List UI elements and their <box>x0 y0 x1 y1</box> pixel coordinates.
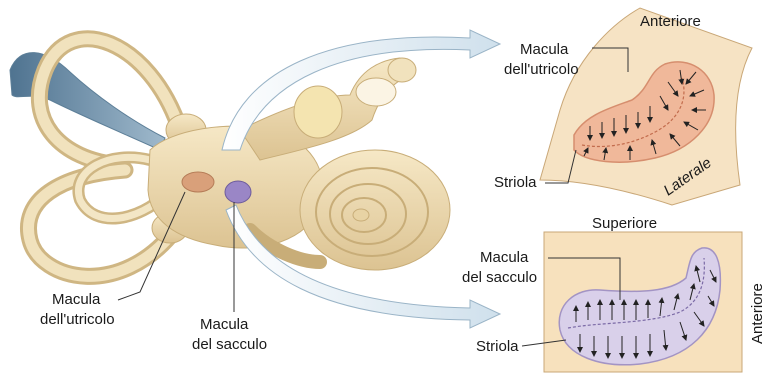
label-saccule-panel-macula-line2: del sacculo <box>462 269 537 286</box>
label-utricle-macula-line1: Macula <box>52 291 101 308</box>
saccule-macula-spot <box>225 181 251 203</box>
label-utricle-macula-line2: dell'utricolo <box>40 311 115 328</box>
label-utricle-panel-macula-line2: dell'utricolo <box>504 61 579 78</box>
label-utricle-striola: Striola <box>494 174 537 191</box>
label-saccule-panel-macula-line1: Macula <box>480 249 529 266</box>
label-utricle-panel-macula-line1: Macula <box>520 41 569 58</box>
utricle-macula-panel <box>540 8 752 205</box>
inner-ear-illustration <box>10 39 450 277</box>
label-saccule-anteriore: Anteriore <box>749 283 766 344</box>
utricle-macula-spot <box>182 172 214 192</box>
label-saccule-macula-line1: Macula <box>200 316 249 333</box>
label-saccule-macula-line2: del sacculo <box>192 336 267 353</box>
label-saccule-superiore: Superiore <box>592 215 657 232</box>
label-utricle-anteriore: Anteriore <box>640 13 701 30</box>
saccule-macula-panel <box>544 232 742 372</box>
label-saccule-striola: Striola <box>476 338 519 355</box>
cochlea <box>300 150 450 270</box>
